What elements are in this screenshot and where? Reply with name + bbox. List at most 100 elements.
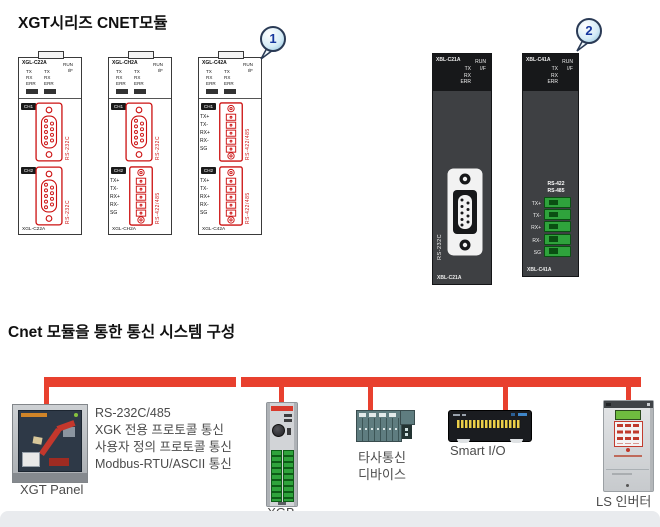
device-art-shape (617, 424, 640, 444)
module-bottom-label: XBL-C41A (527, 267, 552, 273)
connector-label: RS-232C (65, 199, 71, 224)
green-terminal-block (544, 197, 571, 258)
device-art-shape (614, 421, 643, 447)
device-art-shape (402, 425, 412, 439)
screen-art-shape (21, 413, 47, 417)
ch1-tag: CH1 (111, 103, 126, 110)
pin-label: RX- (200, 138, 209, 144)
led-label: ERR (44, 81, 54, 86)
led-label: TX (116, 69, 122, 74)
section2-title: Cnet 모듈을 통한 통신 시스템 구성 (8, 324, 236, 341)
connector-label: RS-232C (155, 135, 161, 160)
led-label: ERR (460, 79, 471, 85)
pin-label: RX- (110, 202, 119, 208)
terminal-row (544, 233, 571, 245)
pin-label: TX+ (110, 178, 120, 184)
connector-label: RS-232C (65, 135, 71, 160)
device-art-shape (650, 408, 653, 491)
device-art-shape (272, 424, 285, 437)
led-label: RX (464, 72, 471, 79)
terminal-row (544, 221, 571, 233)
device-art-shape (267, 403, 270, 506)
pin-label: TX- (200, 186, 209, 192)
callout-number: 1 (269, 31, 277, 46)
led-label: RUN (475, 59, 486, 65)
ls-inverter-device (603, 400, 654, 492)
device-art-shape (400, 410, 415, 425)
device-art-shape (457, 420, 521, 428)
callout-2: 2 (572, 16, 606, 52)
device-art-shape (614, 455, 642, 457)
xgb-device (266, 402, 298, 507)
device-art-shape (626, 448, 630, 452)
terminal-connector-icon (129, 166, 153, 226)
led-label: RUN (153, 62, 163, 67)
device-art-shape (518, 413, 527, 416)
led-label: RUN (243, 62, 253, 67)
info-line: Modbus-RTU/ASCII 통신 (95, 457, 232, 471)
connector-label: RS-422/485 (155, 192, 161, 224)
connector-label: RS-232C (437, 233, 443, 260)
device-art-shape (294, 403, 297, 506)
led-label: RX (551, 72, 558, 79)
third-party-label-line1: 타사통신 (358, 450, 406, 465)
led-label: I/F (247, 68, 253, 73)
device-art-shape (457, 439, 470, 443)
led-label: TX (44, 69, 50, 74)
device-art-shape (462, 414, 466, 416)
module-name: XBL-C41A (526, 57, 551, 63)
device-art-shape (626, 484, 629, 487)
device-art-shape (359, 413, 399, 417)
module-header (433, 54, 491, 91)
terminal-row (544, 197, 571, 208)
ch2-tag: CH2 (21, 167, 36, 174)
rs422-label: RS-422 (547, 181, 565, 187)
bus-drop-ls-inverter (626, 387, 631, 402)
led-label: ERR (547, 79, 558, 85)
mode-switch (206, 89, 218, 94)
bus-drop-third-party (368, 387, 373, 410)
led-label: ERR (26, 81, 36, 86)
device-art-shape (453, 414, 460, 416)
terminal-connector-icon (219, 166, 243, 226)
pin-labels: TX+TX-RX+RX-SG (200, 177, 217, 217)
ch1-tag: CH1 (201, 103, 216, 110)
device-art-shape (283, 450, 294, 502)
callout-balloon-icon (260, 26, 286, 60)
pin-label: RX+ (200, 130, 210, 136)
led-label: ERR (206, 81, 216, 86)
ch1-tag: CH1 (21, 103, 36, 110)
module-bottom-label: XGL-C42A (202, 227, 226, 232)
screen-art-shape (74, 413, 78, 417)
device-art-shape (287, 428, 291, 435)
pin-label: SG (200, 146, 208, 152)
pin-label: RX+ (200, 194, 210, 200)
pin-label: RX- (200, 202, 209, 208)
led-label: TX (26, 69, 32, 74)
bus-line-left (44, 377, 236, 387)
pin-label: TX+ (200, 178, 210, 184)
device-art-shape (612, 473, 632, 475)
led-label: ERR (134, 81, 144, 86)
bus-line-right (241, 377, 641, 387)
led-label: RX (224, 75, 231, 80)
led-label: I/F (67, 68, 73, 73)
device-art-shape (604, 401, 653, 408)
mode-switch (134, 89, 146, 94)
module-top-tab (38, 51, 64, 59)
db9-connector-icon (125, 102, 153, 162)
pin-label: TX+ (200, 114, 210, 120)
pin-label: TX- (110, 186, 119, 192)
callout-balloon-icon (576, 18, 602, 52)
terminal-row (544, 245, 571, 257)
module-bottom-label: XGL-C22A (22, 227, 46, 232)
footer-strip (0, 511, 660, 527)
xgt-panel-label: XGT Panel (20, 482, 84, 497)
